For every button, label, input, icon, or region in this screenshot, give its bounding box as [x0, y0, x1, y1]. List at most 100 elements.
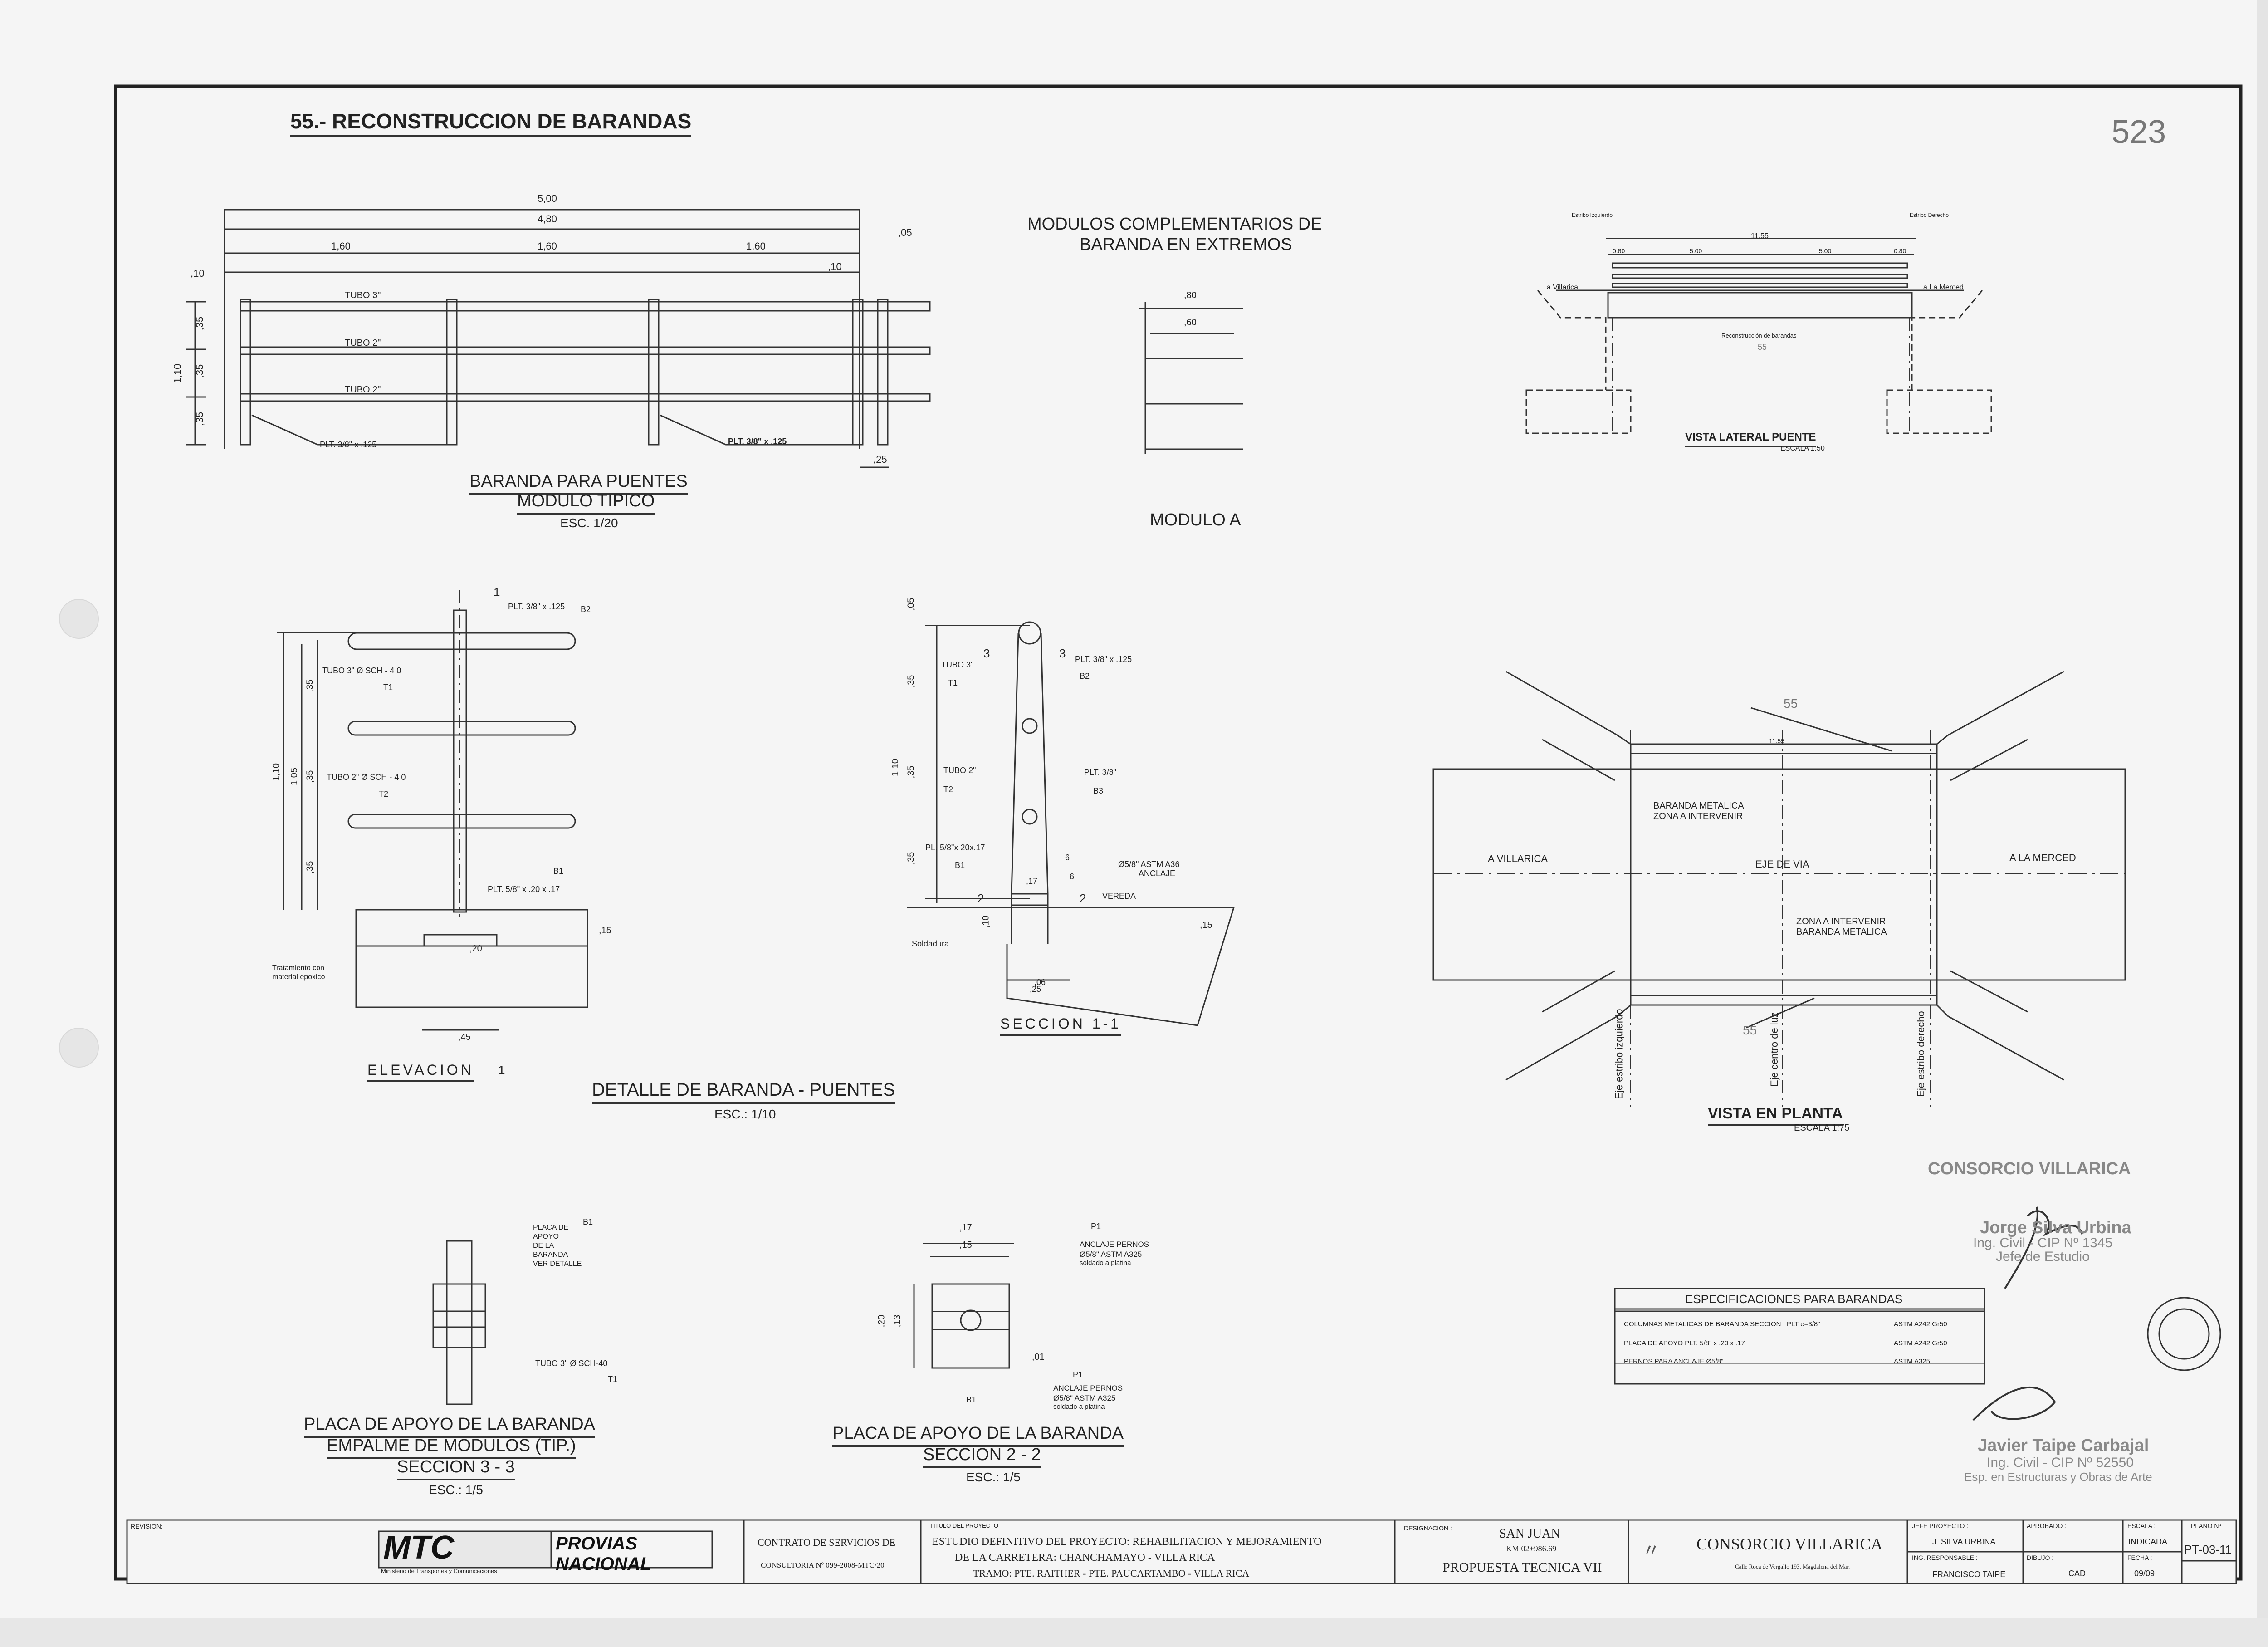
- section-title: 55.- RECONSTRUCCION DE BARANDAS: [290, 109, 692, 137]
- placa-3-3-drawing: [432, 1240, 486, 1405]
- lateral-estribo-izq: Estribo Izquierdo: [1572, 212, 1613, 218]
- elev-b2: B2: [581, 605, 591, 614]
- planta-zone-2b: BARANDA METALICA: [1796, 927, 1887, 937]
- placa2-dim-01: ,01: [1032, 1352, 1045, 1362]
- placa2-title-2: SECCION 2 - 2: [923, 1445, 1041, 1468]
- placa2-dim-13: ,13: [892, 1314, 903, 1328]
- specs-title: ESPECIFICACIONES PARA BARANDAS: [1685, 1292, 1903, 1306]
- elev-tubo-3: TUBO 3" Ø SCH - 4 0: [322, 666, 401, 675]
- tb-mtc-logo: MTC: [383, 1529, 454, 1566]
- planta-title: VISTA EN PLANTA: [1708, 1105, 1843, 1126]
- label-plt-2: PLT. 3/8" x .125: [728, 437, 787, 446]
- elev-dim-15: ,15: [599, 926, 611, 936]
- stamp-second-cip: Ing. Civil - CIP Nº 52550: [1987, 1455, 2134, 1470]
- sec1-dim-05: ,05: [906, 598, 916, 611]
- dim-10-left: ,10: [191, 268, 205, 279]
- elev-ref: 1: [498, 1063, 505, 1077]
- planta-zone-2a: ZONA A INTERVENIR: [1796, 917, 1886, 926]
- elevacion-drawing: [277, 590, 588, 1031]
- specs-row-1-item: COLUMNAS METALICAS DE BARANDA SECCION I …: [1624, 1320, 1820, 1328]
- binder-hole: [59, 1028, 99, 1068]
- elev-title: ELEVACION: [367, 1062, 474, 1082]
- tb-project-3: TRAMO: PTE. RAITHER - PTE. PAUCARTAMBO -…: [973, 1568, 1250, 1579]
- placa2-anchor-bot-2: Ø5/8" ASTM A325: [1053, 1394, 1116, 1402]
- lateral-span: 11.55: [1751, 232, 1769, 240]
- dim-inner: 4,80: [538, 213, 557, 225]
- planta-to-merced: A LA MERCED: [2009, 852, 2076, 863]
- typical-title-1: BARANDA PARA PUENTES: [469, 472, 688, 495]
- placa3-title-2: EMPALME DE MODULOS (TIP.): [327, 1436, 576, 1459]
- tb-designation-2: KM 02+986.69: [1506, 1544, 1557, 1553]
- sec1-cut-2b: 2: [1080, 892, 1086, 905]
- lateral-title: VISTA LATERAL PUENTE: [1685, 431, 1816, 447]
- sec1-dim-35b: ,35: [906, 765, 916, 779]
- sec1-tubo3: TUBO 3": [941, 660, 974, 669]
- planta-zone-1a: BARANDA METALICA: [1653, 801, 1744, 811]
- sec1-t1: T1: [948, 678, 958, 687]
- sec1-anchor-2: ANCLAJE: [1139, 869, 1176, 878]
- placa3-note-4: BARANDA: [533, 1251, 568, 1259]
- placa3-title-1: PLACA DE APOYO DE LA BARANDA: [304, 1415, 596, 1438]
- specs-row-2-item: PLACA DE APOYO PLT. 5/8" x .20 x .17: [1624, 1339, 1745, 1347]
- placa2-dim-15: ,15: [959, 1240, 972, 1250]
- tb-escala: INDICADA: [2128, 1537, 2168, 1546]
- tb-revision: REVISION:: [131, 1523, 163, 1530]
- sec1-t2: T2: [943, 785, 953, 794]
- dim-05: ,05: [898, 227, 912, 238]
- placa3-title-3: SECCION 3 - 3: [397, 1457, 515, 1480]
- placa3-note-2: APOYO: [533, 1233, 559, 1240]
- placa2-b1: B1: [966, 1395, 977, 1404]
- planta-eje-der: Eje estribo derecho: [1915, 1011, 1926, 1097]
- tb-aprobado-label: APROBADO :: [2027, 1522, 2067, 1529]
- typical-scale: ESC. 1/20: [560, 516, 618, 530]
- sec1-cut-2a: 2: [978, 892, 984, 905]
- tb-provias-1: PROVIAS: [556, 1534, 638, 1554]
- elev-t1: T1: [383, 683, 393, 692]
- elev-dim-105: 1,05: [289, 768, 299, 785]
- stamp-consorcio: CONSORCIO VILLARICA: [1928, 1159, 2131, 1178]
- placa2-dim-20: ,20: [876, 1314, 887, 1328]
- sec1-dim-35c: ,35: [906, 852, 916, 865]
- placa2-anchor-top-3: soldado a platina: [1080, 1259, 1131, 1267]
- stamp-second-name: Javier Taipe Carbajal: [1978, 1436, 2149, 1455]
- specs-row-3-norm: ASTM A325: [1894, 1358, 1931, 1365]
- tb-contract-2: CONSULTORIA Nº 099-2008-MTC/20: [761, 1561, 885, 1569]
- placa3-note-5: VER DETALLE: [533, 1260, 582, 1268]
- placa3-note-1: PLACA DE: [533, 1224, 569, 1231]
- lateral-ref-55: 55: [1758, 343, 1767, 352]
- placa2-p1-bottom: P1: [1073, 1370, 1083, 1379]
- planta-ref-55b: 55: [1743, 1023, 1757, 1037]
- sec1-anchor: Ø5/8" ASTM A36: [1118, 860, 1180, 869]
- placa3-note-3: DE LA: [533, 1242, 554, 1250]
- modulo-a-drawing: [1139, 302, 1243, 454]
- lateral-dim-4: 0.80: [1894, 247, 1906, 255]
- typical-module-drawing: [186, 209, 931, 468]
- sec1-b2: B2: [1080, 672, 1090, 681]
- tb-ing: FRANCISCO TAIPE: [1932, 1570, 2006, 1579]
- stamp-second-role: Esp. en Estructuras y Obras de Arte: [1964, 1470, 2152, 1484]
- placa2-title-1: PLACA DE APOYO DE LA BARANDA: [832, 1424, 1124, 1447]
- modulos-header-2: BARANDA EN EXTREMOS: [1080, 235, 1292, 254]
- tb-designation-label: DESIGNACION :: [1404, 1524, 1452, 1532]
- lateral-dim-3: 5.00: [1819, 247, 1832, 255]
- lateral-estribo-der: Estribo Derecho: [1910, 212, 1949, 218]
- sec1-tubo2: TUBO 2": [943, 766, 976, 775]
- lateral-to-merced: a La Merced: [1923, 284, 1964, 291]
- tb-firm-address: Calle Roca de Vergallo 193. Magdalena de…: [1735, 1563, 1850, 1570]
- dim-span-2: 1,60: [538, 240, 557, 252]
- tb-project-label: TITULO DEL PROYECTO: [930, 1522, 998, 1529]
- placa2-dim-17: ,17: [959, 1223, 972, 1233]
- elev-ref-top: 1: [494, 585, 500, 599]
- sec1-3b: 3: [1059, 647, 1066, 660]
- label-tubo-2a: TUBO 2": [345, 338, 381, 348]
- sec1-dim-10: ,10: [981, 915, 991, 928]
- placa2-scale: ESC.: 1/5: [966, 1470, 1021, 1484]
- placa2-anchor-top-1: ANCLAJE PERNOS: [1080, 1240, 1149, 1249]
- modulo-a-dim-60: ,60: [1184, 318, 1197, 328]
- tb-mtc-caption: Ministerio de Transportes y Comunicacion…: [381, 1568, 497, 1574]
- tb-jefe-label: JEFE PROYECTO :: [1912, 1522, 1969, 1529]
- elev-epoxy-2: material epoxico: [272, 973, 325, 981]
- sec1-b1: B1: [955, 861, 965, 870]
- dim-span-3: 1,60: [746, 240, 766, 252]
